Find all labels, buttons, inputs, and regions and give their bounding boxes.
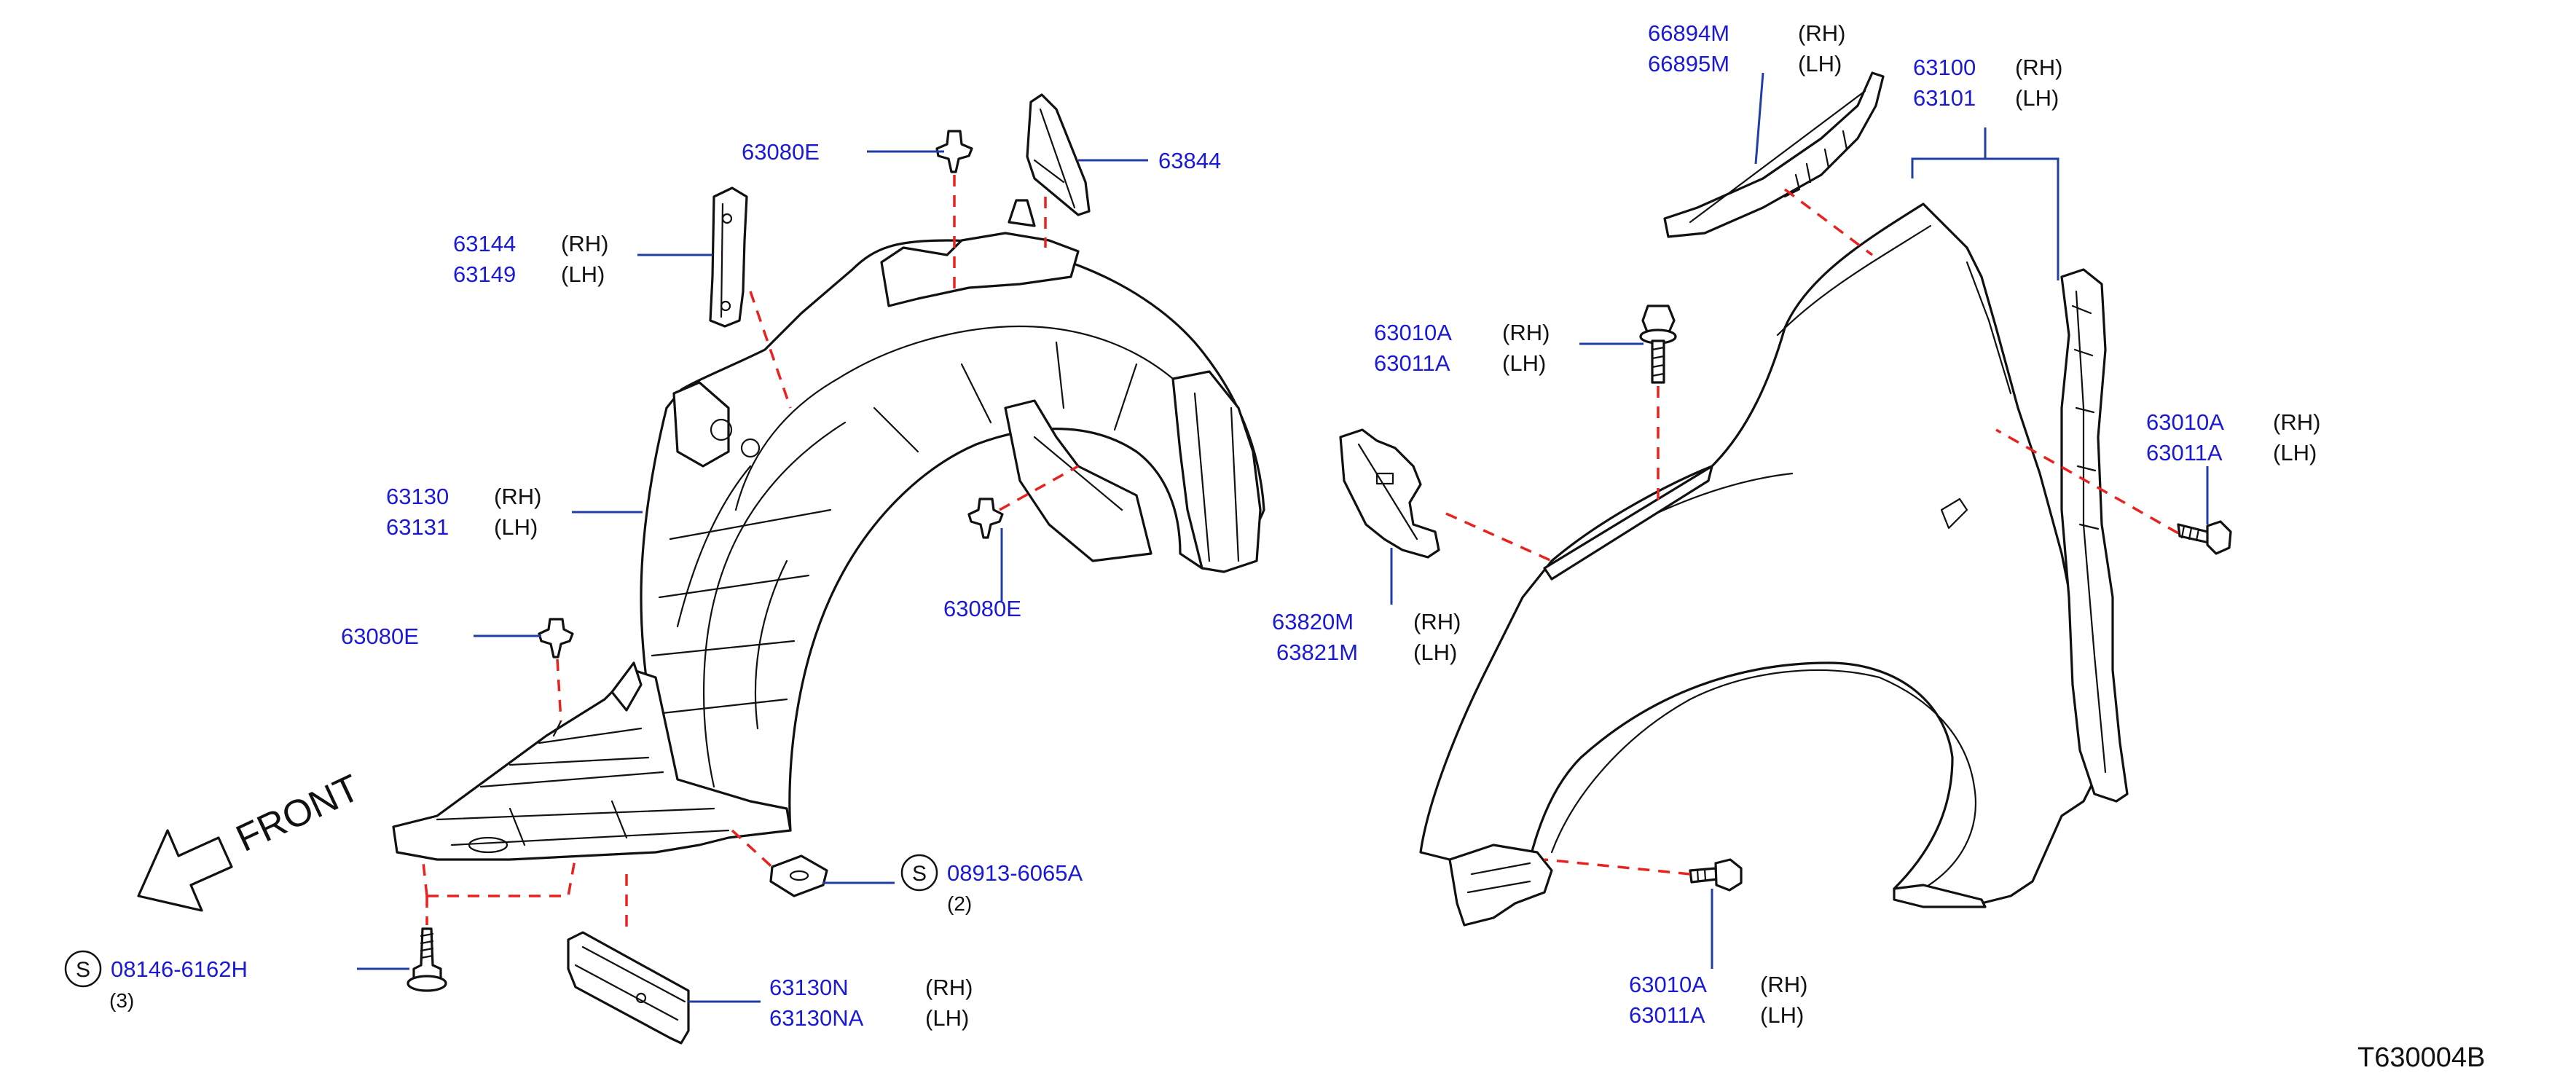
callout-63010a-top: 63010A (1374, 320, 1452, 345)
leader-lines (357, 72, 2209, 1003)
bolt-63010a-right-drawing (2177, 520, 2232, 555)
diagram-code: T630004B (2357, 1042, 2485, 1073)
callout-63011a-bottom: 63011A (1629, 1002, 1705, 1028)
callout-63130-side: (RH) (494, 484, 541, 509)
s-symbol-1: S (912, 862, 927, 886)
callout-66894m-side: (RH) (1798, 20, 1845, 46)
screw-08146-6162h-drawing (407, 927, 447, 992)
under-cover-drawing (392, 661, 792, 861)
clip-63080e-lower-drawing (538, 618, 574, 659)
callout-08913-6065a-qty: (2) (947, 892, 972, 915)
callout-63144: 63144 (453, 231, 516, 256)
callout-63149: 63149 (453, 262, 516, 287)
bolt-63010a-top-drawing (1639, 304, 1677, 384)
fender-seal-63100-drawing (2060, 268, 2129, 803)
bracket-63144-drawing (709, 186, 748, 328)
callout-63130n: 63130N (769, 975, 849, 1000)
callout-66894m: 66894M (1648, 20, 1729, 46)
front-fender-drawing (1419, 203, 2100, 927)
bracket-63844-drawing (1026, 93, 1091, 216)
callout-08146-6162h: 08146-6162H (111, 956, 248, 982)
callout-63101: 63101 (1913, 85, 1976, 111)
callout-63011a-top-side: (LH) (1502, 350, 1546, 376)
callout-63101-side: (LH) (2015, 85, 2059, 111)
callout-66895m: 66895M (1648, 51, 1729, 76)
s-symbol-2: S (76, 958, 90, 982)
s-symbol-circle-1 (900, 854, 938, 892)
callout-63131: 63131 (386, 514, 449, 540)
callout-08146-6162h-qty: (3) (109, 989, 134, 1012)
callout-63144-side: (RH) (561, 231, 608, 256)
callout-63010a-right-side: (RH) (2273, 409, 2320, 435)
callout-63149-side: (LH) (561, 262, 605, 287)
s-symbol-circle-2 (64, 950, 102, 988)
callout-63821m: 63821M (1276, 640, 1358, 665)
callout-63080e-mid: 63080E (943, 596, 1021, 621)
callout-63010a-bottom-side: (RH) (1760, 972, 1807, 997)
callout-63821m-side: (LH) (1413, 640, 1457, 665)
fender-protector-drawing (640, 199, 1265, 832)
callout-63011a-top: 63011A (1374, 350, 1450, 376)
callout-63130na-side: (LH) (925, 1005, 969, 1031)
bolt-63010a-bottom-drawing (1689, 858, 1743, 892)
callout-63844: 63844 (1158, 148, 1221, 173)
assembly-lines (421, 175, 2179, 932)
callout-63080e-top: 63080E (742, 139, 820, 165)
callout-63080e-lower: 63080E (341, 624, 419, 649)
callout-63130n-side: (RH) (925, 975, 973, 1000)
callout-63010a-right: 63010A (2146, 409, 2224, 435)
callout-63011a-right: 63011A (2146, 440, 2223, 465)
callout-63130: 63130 (386, 484, 449, 509)
callout-66895m-side: (LH) (1798, 51, 1842, 76)
clip-63080e-top-drawing (935, 130, 973, 173)
clip-nut-08913-6065a-drawing (769, 854, 828, 897)
callout-63011a-right-side: (LH) (2273, 440, 2317, 465)
callout-63131-side: (LH) (494, 514, 538, 540)
front-arrow-icon (137, 829, 233, 912)
callout-08913-6065a: 08913-6065A (947, 860, 1083, 886)
bracket-63820m-drawing (1339, 428, 1440, 559)
seal-66894m-drawing (1663, 71, 1885, 238)
callout-63100: 63100 (1913, 55, 1976, 80)
callout-63011a-bottom-side: (LH) (1760, 1002, 1804, 1028)
front-label: FRONT (230, 767, 366, 860)
callout-63100-side: (RH) (2015, 55, 2062, 80)
bracket-63130n-drawing (567, 931, 690, 1045)
clip-63080e-mid-drawing (967, 498, 1004, 539)
callout-63010a-bottom: 63010A (1629, 972, 1707, 997)
callout-63820m: 63820M (1272, 609, 1354, 634)
callout-63010a-top-side: (RH) (1502, 320, 1550, 345)
callout-63820m-side: (RH) (1413, 609, 1461, 634)
callout-63130na: 63130NA (769, 1005, 864, 1031)
